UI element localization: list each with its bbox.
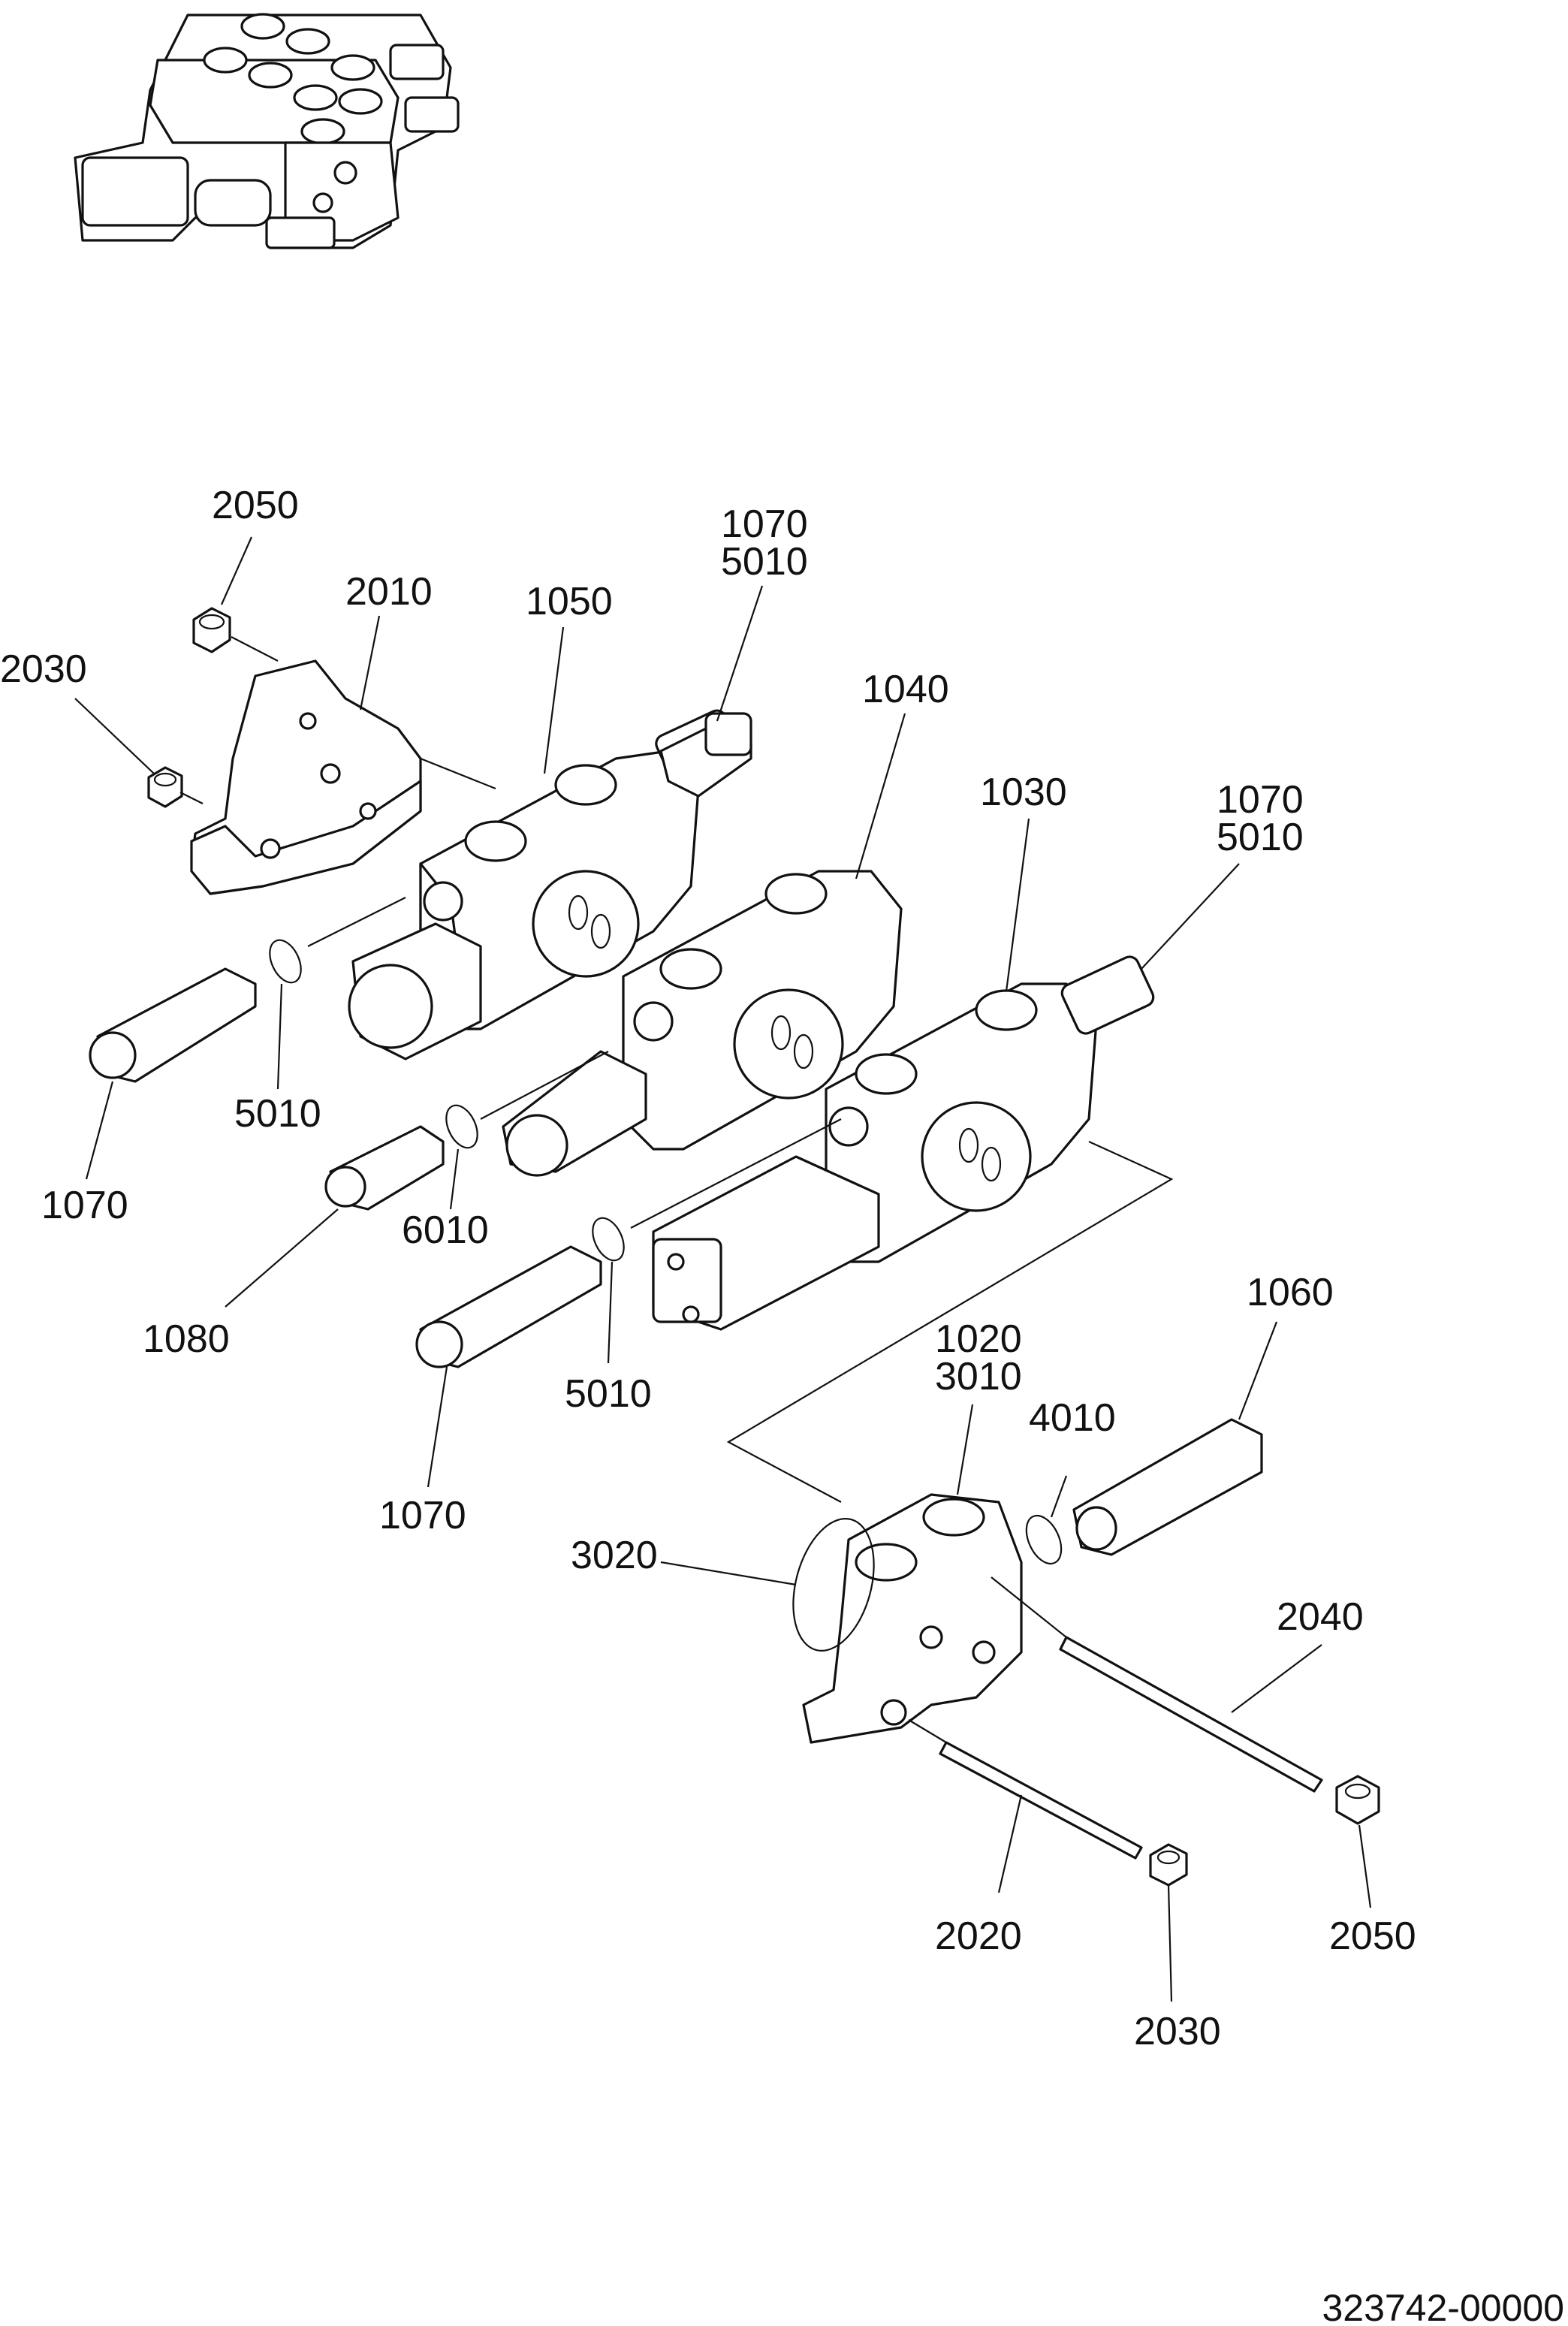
label-5010-c: 5010 — [234, 1092, 321, 1136]
label-1080: 1080 — [143, 1317, 230, 1361]
nut-2050-bottom — [1335, 1775, 1380, 1825]
label-2020: 2020 — [935, 1914, 1022, 1958]
label-1070-a: 1070 — [721, 502, 808, 546]
label-1070-d: 1070 — [379, 1494, 466, 1537]
valve-section-1050 — [348, 709, 742, 1060]
label-2050-top: 2050 — [212, 484, 299, 527]
label-1030: 1030 — [980, 771, 1067, 814]
relief-valve-1060 — [1072, 1418, 1263, 1556]
o-ring-5010-c — [592, 1217, 625, 1262]
label-3020: 3020 — [571, 1534, 658, 1577]
relief-valve-1070-b — [89, 967, 257, 1083]
label-5010-a: 5010 — [721, 540, 808, 584]
o-ring-6010 — [445, 1104, 478, 1149]
leader-lines — [74, 536, 1372, 2002]
relief-valve-1070-a — [659, 712, 752, 798]
label-2030-bottom: 2030 — [1134, 2010, 1221, 2053]
label-1040: 1040 — [862, 668, 949, 711]
label-2040: 2040 — [1277, 1595, 1364, 1639]
valve-section-1030 — [652, 955, 1155, 1331]
label-1070-b: 1070 — [1217, 778, 1304, 822]
nut-2030-bottom — [1149, 1843, 1188, 1887]
label-4010: 4010 — [1029, 1396, 1116, 1440]
plug-1080 — [324, 1125, 445, 1211]
tie-rod-2020 — [939, 1741, 1143, 1860]
nut-2030-top — [147, 766, 183, 808]
label-5010-b: 5010 — [1217, 816, 1304, 859]
label-2030-top: 2030 — [0, 647, 87, 691]
label-1020: 1020 — [935, 1317, 1022, 1361]
gasket-3020 — [792, 1518, 875, 1652]
part-labels: 2050 2010 2030 1050 1070 5010 1040 1030 … — [0, 484, 1416, 2053]
label-2010: 2010 — [345, 570, 433, 614]
label-3010: 3010 — [935, 1355, 1022, 1398]
assembly-overview-illustration — [74, 13, 460, 249]
label-2050-bottom: 2050 — [1329, 1914, 1416, 1958]
relief-valve-1070-c — [415, 1245, 602, 1368]
o-ring-4010 — [1025, 1514, 1063, 1565]
drawing-reference-number: 323742-00000 — [1322, 2287, 1564, 2326]
nut-2050-top — [192, 607, 231, 653]
o-ring-5010-a — [269, 939, 302, 984]
label-6010: 6010 — [402, 1208, 489, 1252]
end-cover-2010 — [190, 659, 422, 895]
label-1050: 1050 — [526, 580, 613, 623]
valve-section-1040 — [502, 870, 903, 1177]
label-1060: 1060 — [1247, 1271, 1334, 1314]
inlet-section-1020 — [802, 1493, 1023, 1744]
label-1070-c: 1070 — [41, 1184, 128, 1227]
label-5010-d: 5010 — [565, 1372, 652, 1416]
tie-rod-2040 — [1059, 1636, 1323, 1793]
assembly-centerlines — [179, 636, 1174, 1743]
